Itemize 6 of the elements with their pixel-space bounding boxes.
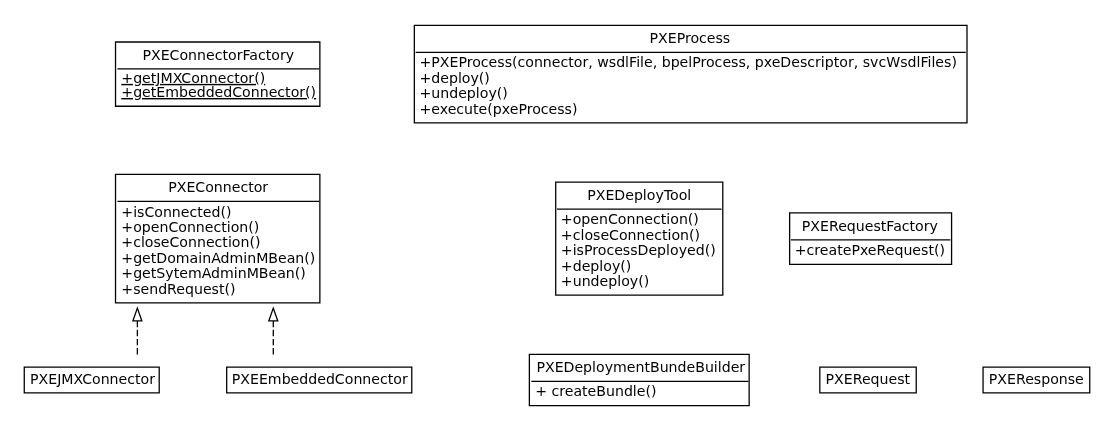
node-box: PXEJMXConnector — [23, 366, 160, 393]
node-box: PXEEmbeddedConnector — [226, 366, 413, 393]
node-box: PXEResponse — [982, 366, 1091, 393]
arrow — [131, 305, 143, 357]
node-box: PXERequest — [819, 366, 917, 393]
arrow — [267, 305, 279, 357]
